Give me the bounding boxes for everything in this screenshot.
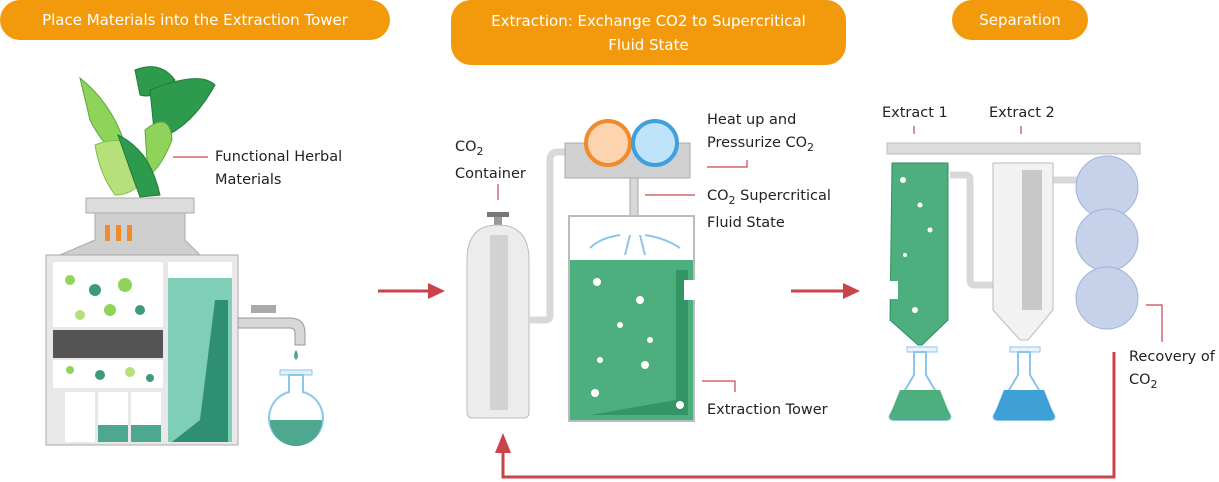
stage-2-header: Extraction: Exchange CO2 to Supercritica…: [451, 0, 846, 65]
nozzle-pipe: [629, 177, 639, 219]
extraction-tower-2: [568, 215, 710, 422]
label-extract-1: Extract 1: [882, 105, 948, 121]
co2-pipe: [529, 148, 568, 324]
recovery-leader-line: [1146, 304, 1163, 342]
label-heat-pressurize: Heat up and Pressurize CO2: [707, 112, 815, 154]
extraction-tower-1: [45, 197, 239, 446]
stage-1-title: Place Materials into the Extraction Towe…: [42, 11, 348, 29]
erlenmeyer-flask-2: [992, 346, 1056, 421]
stage-3-title: Separation: [979, 11, 1061, 29]
separator-vessel-1: [876, 162, 949, 346]
co2-recycle-arrow: [495, 352, 1116, 479]
stage-2-title: Extraction: Exchange CO2 to Supercritica…: [491, 11, 806, 54]
separator-rail: [886, 142, 1141, 155]
round-flask-icon: [268, 369, 324, 447]
co2-cylinder-icon: [466, 212, 530, 419]
pressure-dial-icon: [631, 119, 679, 167]
stage-1-header: Place Materials into the Extraction Towe…: [0, 0, 390, 40]
flow-arrow-1: [378, 283, 445, 299]
label-recovery-co2: Recovery of CO2: [1129, 349, 1215, 391]
erlenmeyer-flask-1: [888, 346, 952, 421]
faucet-icon: [237, 305, 306, 360]
label-supercritical: CO2 Supercritical Fluid State: [707, 188, 831, 231]
extraction-tower-leader-line: [702, 380, 736, 392]
label-herbal-materials: Functional Herbal Materials: [215, 149, 343, 188]
separator-vessel-2: [992, 162, 1054, 341]
heat-leader-line: [707, 160, 748, 168]
separator-pipes: [950, 171, 1080, 289]
label-extraction-tower: Extraction Tower: [707, 402, 828, 418]
stage-3-header: Separation: [952, 0, 1088, 40]
label-extract-2: Extract 2: [989, 105, 1055, 121]
heater-dial-icon: [584, 119, 632, 167]
herbal-plant-icon: [79, 66, 216, 198]
recovery-spheres-icon: [1075, 155, 1139, 330]
heat-pressure-unit: [564, 119, 691, 179]
label-co2-container: CO2 Container: [455, 139, 526, 182]
flow-arrow-2: [791, 283, 860, 299]
